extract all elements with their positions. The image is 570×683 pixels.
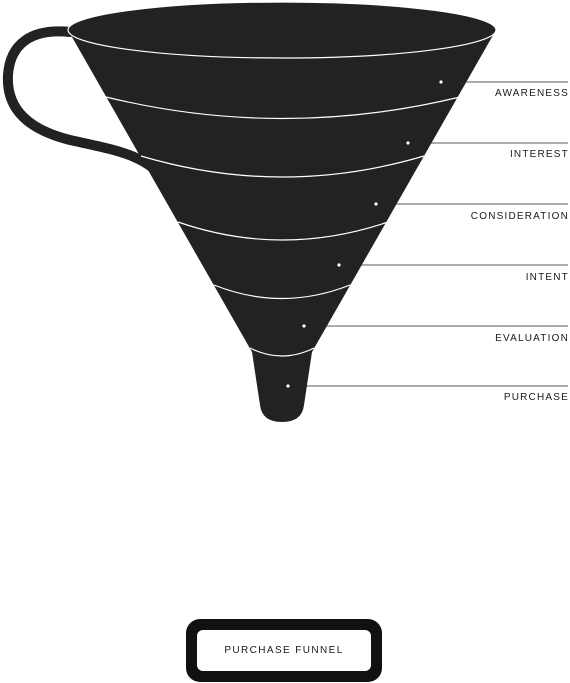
- funnel-handle: [2, 26, 173, 190]
- stage-label-intent: INTENT: [526, 272, 569, 283]
- stage-label-awareness: AWARENESS: [495, 88, 569, 99]
- caption-text: PURCHASE FUNNEL: [197, 630, 371, 671]
- funnel-rim: [67, 1, 497, 59]
- band-separators: [105, 96, 461, 357]
- leader-lines: [288, 81, 568, 387]
- stage-label-consideration: CONSIDERATION: [471, 211, 569, 222]
- funnel-body: [68, 30, 496, 422]
- leader-dots: [286, 80, 443, 388]
- stage-label-purchase: PURCHASE: [504, 392, 569, 403]
- stage-label-evaluation: EVALUATION: [495, 333, 569, 344]
- caption-box: PURCHASE FUNNEL: [186, 619, 382, 682]
- stage-label-interest: INTEREST: [510, 149, 569, 160]
